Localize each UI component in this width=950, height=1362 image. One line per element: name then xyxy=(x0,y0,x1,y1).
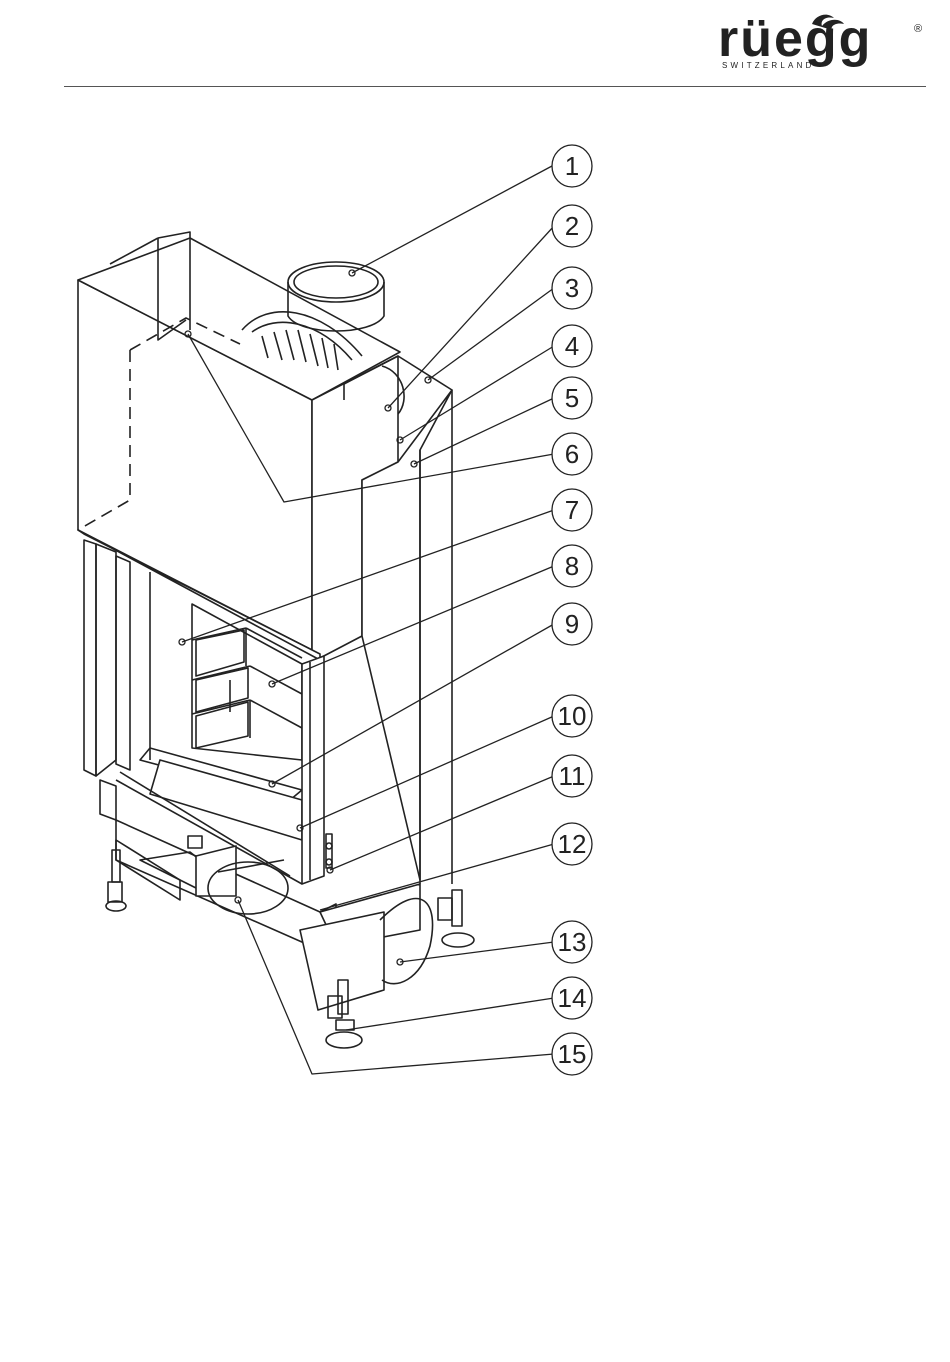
callout-label-13: 13 xyxy=(558,927,587,957)
callout-label-7: 7 xyxy=(565,495,579,525)
callout-label-10: 10 xyxy=(558,701,587,731)
firebox-floor xyxy=(140,748,302,840)
callout-label-4: 4 xyxy=(565,331,579,361)
callout-label-1: 1 xyxy=(565,151,579,181)
hood-front-box xyxy=(312,356,452,884)
callout-label-6: 6 xyxy=(565,439,579,469)
foot-right xyxy=(438,890,474,947)
callout-label-8: 8 xyxy=(565,551,579,581)
door-handle xyxy=(326,834,332,868)
callout-label-15: 15 xyxy=(558,1039,587,1069)
callout-label-2: 2 xyxy=(565,211,579,241)
callout-label-12: 12 xyxy=(558,829,587,859)
callout-label-14: 14 xyxy=(558,983,587,1013)
callout-label-11: 11 xyxy=(559,761,586,791)
callout-label-3: 3 xyxy=(565,273,579,303)
callout-label-5: 5 xyxy=(565,383,579,413)
firebox-side-frame xyxy=(84,540,150,776)
callout-label-9: 9 xyxy=(565,609,579,639)
